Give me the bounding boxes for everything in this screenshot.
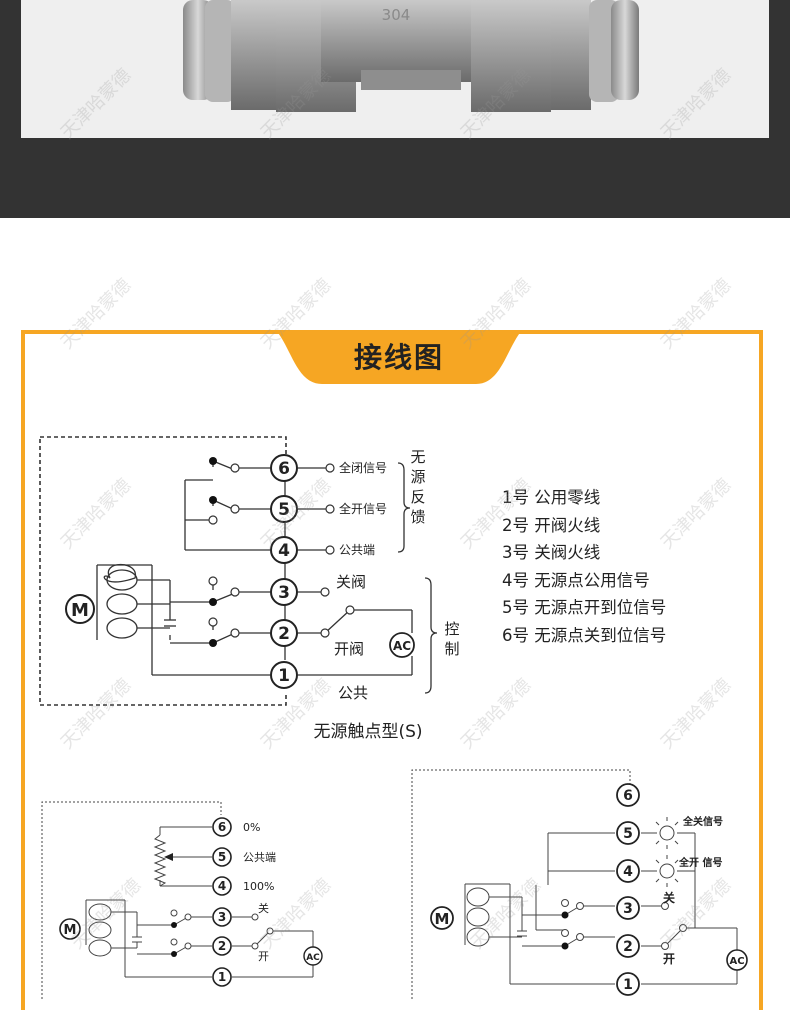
terminal-5: 5 [278,500,290,520]
control-group-char-2: 制 [444,640,459,658]
lamp-terminal-2: 2 [623,939,633,955]
label-common-terminal: 公共端 [339,543,375,557]
pot-terminal-4: 4 [218,879,226,893]
lamp-label-closed: 全关信号 [682,815,723,828]
label-close-valve: 关阀 [336,573,366,591]
feedback-group-char-4: 馈 [410,508,425,526]
terminal-1: 1 [278,666,290,686]
ac-source: AC [393,639,411,653]
lamp-label-open-ctrl: 开 [663,952,675,966]
terminal-6: 6 [278,459,290,479]
section-title: 接线图 [353,341,444,374]
label-open-valve: 开阀 [334,640,364,658]
valve-photo: 304 [21,0,769,138]
lamp-terminal-1: 1 [623,977,633,993]
lamp-terminal-5: 5 [623,826,633,842]
pot-ac-source: AC [306,953,320,963]
label-common: 公共 [338,684,368,702]
pot-label-0: 0% [243,821,260,834]
pot-terminal-3: 3 [218,910,226,924]
diagram-caption: 无源触点型(S) [313,722,422,742]
lamp-terminal-3: 3 [623,901,633,917]
pot-label-100: 100% [243,880,274,893]
legend-item-2: 2号 开阀火线 [502,515,601,535]
legend-item-3: 3号 关阀火线 [502,543,601,562]
control-group-char-1: 控 [444,620,459,638]
terminal-blocks: 6 5 4 3 2 1 [270,454,298,689]
pot-motor-symbol: M [64,923,77,938]
legend-item-6: 6号 无源点关到位信号 [502,625,667,645]
pot-terminal-2: 2 [218,939,226,953]
lamp-ac-source: AC [729,956,744,967]
lamp-terminal-4: 4 [623,864,633,880]
pot-label-close: 关 [258,901,269,915]
legend-item-5: 5号 无源点开到位信号 [502,598,667,617]
lamp-label-open: 全开 信号 [678,856,722,869]
lamp-motor-symbol: M [435,910,450,928]
terminal-legend: 1号 公用零线 2号 开阀火线 3号 关阀火线 4号 无源点公用信号 5号 无源… [502,484,666,649]
label-open-signal: 全开信号 [339,501,387,516]
pot-terminal-6: 6 [218,820,226,834]
feedback-group-char-1: 无 [410,448,425,466]
lamp-terminal-6: 6 [623,788,633,804]
product-photo-band: 304 [0,0,790,218]
legend-item-4: 4号 无源点公用信号 [502,570,650,590]
feedback-group-char-3: 反 [410,488,425,506]
motor-symbol: M [71,600,89,621]
terminal-4: 4 [278,541,290,561]
feedback-group-char-2: 源 [410,468,425,486]
lamp-label-close: 关 [663,890,675,905]
pot-label-common: 公共端 [243,851,276,864]
pot-label-open: 开 [258,950,269,963]
pot-terminal-1: 1 [218,970,226,984]
label-closed-signal: 全闭信号 [339,460,387,475]
terminal-3: 3 [278,583,290,603]
terminal-2: 2 [278,624,290,644]
pot-terminal-5: 5 [218,850,226,864]
legend-item-1: 1号 公用零线 [502,488,601,507]
photo-engraving: 304 [382,6,411,24]
section-title-tab [276,330,522,384]
